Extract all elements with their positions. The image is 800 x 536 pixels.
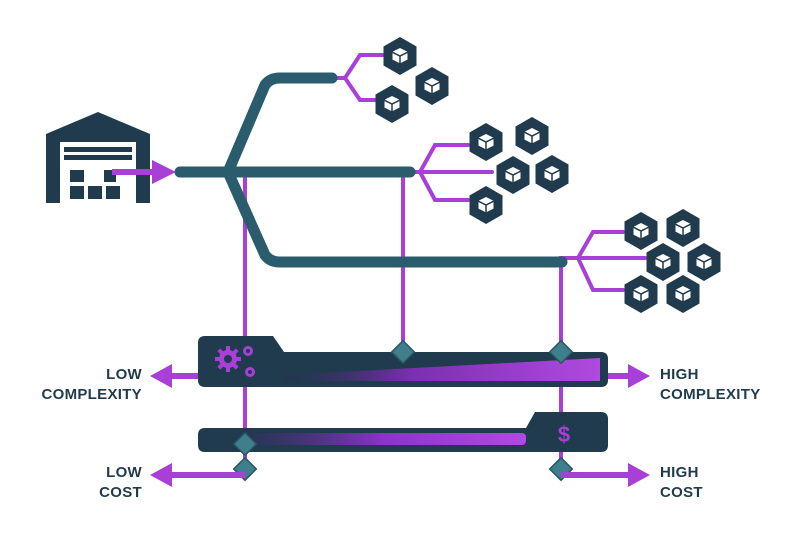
package-group [375, 37, 721, 313]
package-cluster-large [624, 209, 721, 313]
marker-large-complexity [548, 339, 574, 365]
gears-icon [215, 346, 255, 377]
high-complexity-line2: COMPLEXITY [660, 386, 761, 403]
arrow-high-complexity [608, 364, 650, 388]
warehouse-icon [46, 112, 150, 203]
high-cost-line1: HIGH [660, 464, 699, 481]
high-complexity-line1: HIGH [660, 366, 699, 383]
package-icon [515, 117, 549, 155]
package-icon [469, 186, 503, 224]
package-icon [496, 156, 530, 194]
low-cost-line2: COST [99, 484, 142, 501]
cost-fill [242, 433, 526, 445]
warehouse-output-arrow [112, 160, 176, 184]
low-cost-line1: LOW [106, 464, 142, 481]
package-icon [646, 243, 680, 281]
pipeline [174, 72, 568, 268]
cost-bar: $ [198, 412, 608, 452]
package-icon [375, 85, 409, 123]
package-icon [687, 243, 721, 281]
low-complexity-label: LOW COMPLEXITY [30, 365, 142, 405]
package-cluster-medium [469, 117, 569, 224]
dollar-icon: $ [558, 422, 570, 447]
pipeline-lower [222, 166, 568, 268]
package-icon [415, 67, 449, 105]
package-icon [666, 275, 700, 313]
arrow-low-complexity [150, 364, 198, 388]
package-icon [535, 155, 569, 193]
package-icon [469, 123, 503, 161]
diamond-markers [232, 339, 574, 482]
low-cost-label: LOW COST [60, 463, 142, 503]
marker-small-cost [232, 431, 258, 457]
arrow-high-cost [561, 463, 650, 487]
low-complexity-line2: COMPLEXITY [41, 386, 142, 403]
direction-arrows [150, 364, 650, 487]
high-cost-label: HIGH COST [660, 463, 770, 503]
high-cost-line2: COST [660, 484, 703, 501]
package-icon [383, 37, 417, 75]
marker-medium-complexity [390, 339, 416, 365]
complexity-fill [284, 358, 600, 381]
package-icon [624, 212, 658, 250]
package-icon [666, 209, 700, 247]
package-cluster-small [375, 37, 449, 123]
high-complexity-label: HIGH COMPLEXITY [660, 365, 790, 405]
package-icon [624, 275, 658, 313]
arrow-low-cost [150, 463, 245, 487]
low-complexity-line1: LOW [106, 366, 142, 383]
pipeline-upper [222, 72, 338, 178]
